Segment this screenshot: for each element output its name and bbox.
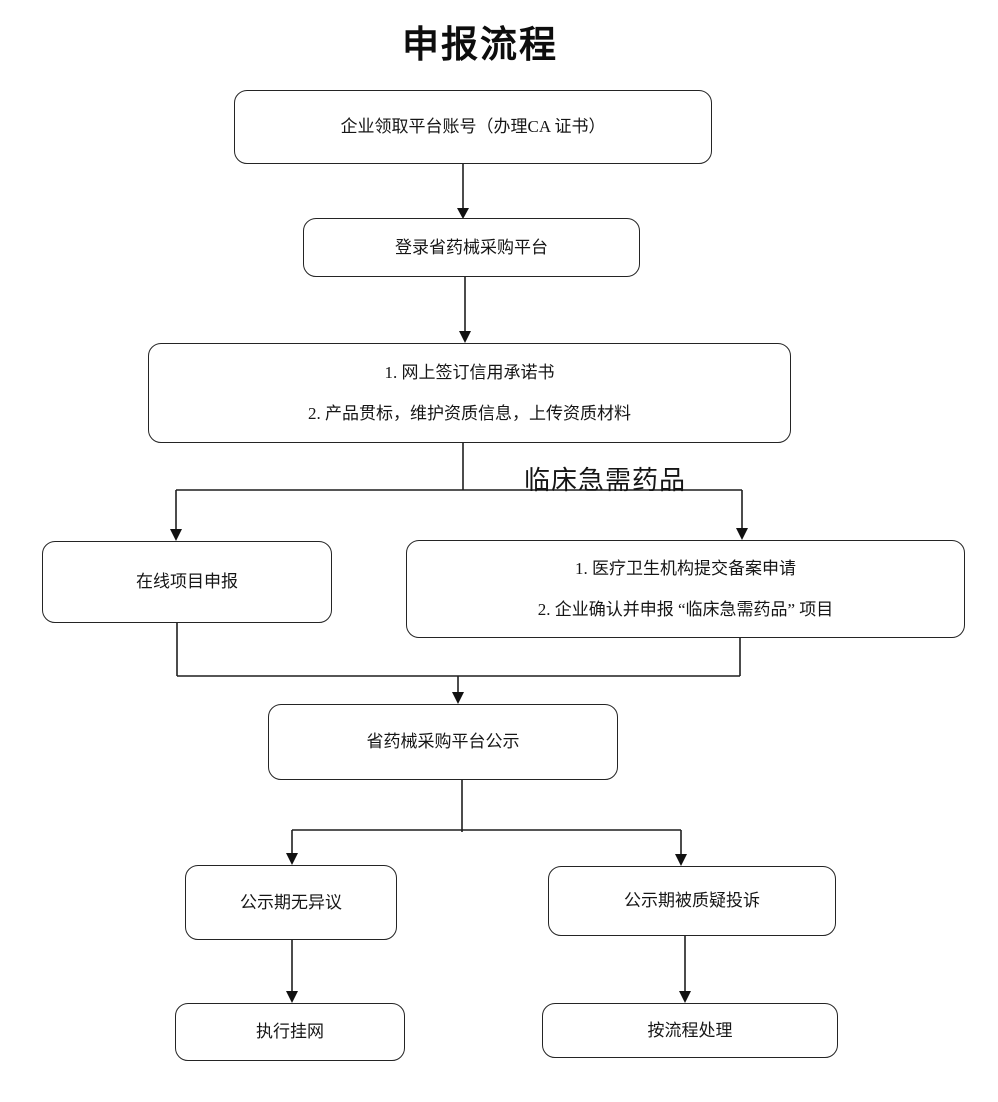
node-label-line2: 2. 产品贯标，维护资质信息，上传资质材料 (308, 404, 631, 423)
page-title: 申报流程 (402, 23, 558, 66)
arrow-noobjection-to-execute (286, 940, 298, 1003)
node-record-application: 1. 医疗卫生机构提交备案申请 2. 企业确认并申报 “临床急需药品” 项目 (406, 540, 965, 638)
node-label: 登录省药械采购平台 (395, 237, 548, 257)
node-label: 企业领取平台账号（办理CA 证书） (340, 117, 606, 137)
node-execute-listing: 执行挂网 (175, 1003, 405, 1061)
node-label: 公示期被质疑投诉 (624, 891, 760, 911)
node-online-declaration: 在线项目申报 (42, 541, 332, 623)
node-complaint: 公示期被质疑投诉 (548, 866, 836, 936)
arrow-account-to-login (457, 164, 469, 219)
arrow-complaint-to-process (679, 936, 691, 1003)
node-label-line2: 2. 企业确认并申报 “临床急需药品” 项目 (537, 600, 834, 619)
node-credit-and-qualification: 1. 网上签订信用承诺书 2. 产品贯标，维护资质信息，上传资质材料 (148, 343, 791, 443)
edge-label-urgent-drugs: 临床急需药品 (524, 466, 687, 495)
node-login: 登录省药械采购平台 (303, 218, 640, 277)
node-no-objection: 公示期无异议 (185, 865, 397, 940)
node-label: 按流程处理 (647, 1020, 733, 1040)
node-label: 执行挂网 (256, 1022, 324, 1042)
node-handle-per-procedure: 按流程处理 (542, 1003, 838, 1058)
node-platform-publicity: 省药械采购平台公示 (268, 704, 618, 780)
node-account: 企业领取平台账号（办理CA 证书） (234, 90, 712, 164)
branch-publicity (286, 780, 687, 866)
node-label-line1: 1. 网上签订信用承诺书 (384, 362, 555, 382)
arrow-login-to-credit (459, 277, 471, 343)
node-label: 省药械采购平台公示 (366, 732, 520, 752)
node-label: 在线项目申报 (136, 572, 238, 592)
node-label-line1: 1. 医疗卫生机构提交备案申请 (575, 558, 796, 578)
node-label: 公示期无异议 (240, 892, 342, 912)
